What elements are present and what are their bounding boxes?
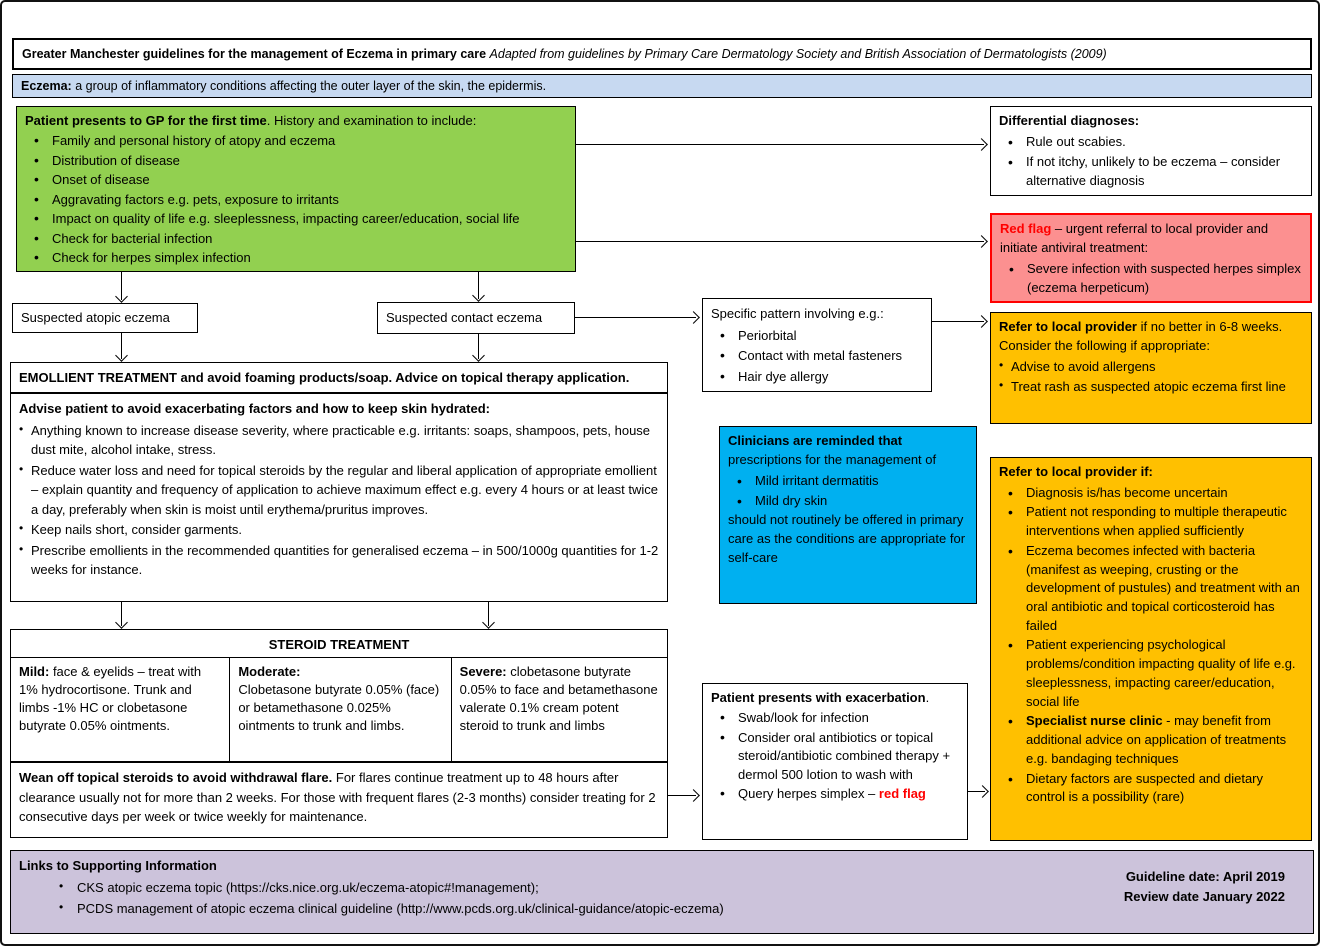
refer-6-8-weeks-box: Refer to local provider if no better in … bbox=[990, 312, 1312, 424]
arrow-exacerbation-to-refer bbox=[968, 791, 985, 792]
guideline-date: Guideline date: April 2019 bbox=[1125, 869, 1285, 884]
arrow-contact-to-emollient bbox=[478, 334, 479, 359]
footer-heading: Links to Supporting Information bbox=[19, 858, 217, 873]
refer-if-box: Refer to local provider if: Diagnosis is… bbox=[990, 457, 1312, 841]
list-item: Keep nails short, consider garments. bbox=[19, 519, 659, 540]
list-item: Specialist nurse clinic - may benefit fr… bbox=[999, 711, 1303, 768]
list-item: Rule out scabies. bbox=[999, 132, 1303, 152]
specific-pattern-box: Specific pattern involving e.g.: Periorb… bbox=[702, 298, 932, 392]
list-item: Query herpes simplex – red flag bbox=[711, 784, 959, 804]
differential-heading: Differential diagnoses: bbox=[999, 113, 1140, 128]
steroid-table-row: Mild: face & eyelids – treat with 1% hyd… bbox=[11, 658, 667, 761]
clinicians-list: Mild irritant dermatitisMild dry skin bbox=[728, 471, 968, 511]
list-item: Onset of disease bbox=[25, 170, 567, 190]
advise-list: Anything known to increase disease sever… bbox=[19, 420, 659, 580]
exacerbation-list: Swab/look for infectionConsider oral ant… bbox=[711, 708, 959, 804]
list-item: Periorbital bbox=[711, 325, 923, 345]
specific-pattern-list: PeriorbitalContact with metal fastenersH… bbox=[711, 325, 923, 386]
arrow-green-to-red-flag bbox=[576, 241, 984, 242]
refer-6-8-heading: Refer to local provider if no better in … bbox=[999, 319, 1283, 353]
list-item: Dietary factors are suspected and dietar… bbox=[999, 768, 1303, 807]
definition-bar: Eczema: a group of inflammatory conditio… bbox=[12, 74, 1312, 98]
list-item: Swab/look for infection bbox=[711, 708, 959, 728]
list-item: Distribution of disease bbox=[25, 151, 567, 171]
red-flag-box: Red flag – urgent referral to local prov… bbox=[990, 213, 1312, 303]
list-item: Family and personal history of atopy and… bbox=[25, 131, 567, 151]
steroid-mild-cell: Mild: face & eyelids – treat with 1% hyd… bbox=[19, 664, 202, 733]
exacerbation-heading: Patient presents with exacerbation. bbox=[711, 690, 930, 705]
specific-pattern-heading: Specific pattern involving e.g.: bbox=[711, 306, 884, 321]
arrow-green-to-differential bbox=[576, 144, 984, 145]
list-item: Aggravating factors e.g. pets, exposure … bbox=[25, 190, 567, 210]
clinicians-heading: Clinicians are reminded that prescriptio… bbox=[728, 433, 937, 467]
wean-off-text: Wean off topical steroids to avoid withd… bbox=[19, 770, 656, 824]
eczema-definition: Eczema: a group of inflammatory conditio… bbox=[21, 78, 547, 93]
list-item: Diagnosis is/has become uncertain bbox=[999, 483, 1303, 503]
suspected-contact-box: Suspected contact eczema bbox=[377, 302, 575, 334]
title-bar: Greater Manchester guidelines for the ma… bbox=[12, 38, 1312, 70]
page-title: Greater Manchester guidelines for the ma… bbox=[22, 46, 1107, 61]
suspected-contact-label: Suspected contact eczema bbox=[386, 310, 543, 326]
patient-presents-heading: Patient presents to GP for the first tim… bbox=[25, 113, 477, 128]
suspected-atopic-label: Suspected atopic eczema bbox=[21, 310, 170, 326]
patient-presents-list: Family and personal history of atopy and… bbox=[25, 131, 567, 268]
list-item: Check for herpes simplex infection bbox=[25, 248, 567, 268]
list-item: Eczema becomes infected with bacteria (m… bbox=[999, 541, 1303, 636]
suspected-atopic-box: Suspected atopic eczema bbox=[12, 303, 198, 333]
red-flag-heading: Red flag – urgent referral to local prov… bbox=[1000, 221, 1269, 255]
list-item: Hair dye allergy bbox=[711, 366, 923, 386]
wean-off-box: Wean off topical steroids to avoid withd… bbox=[10, 762, 668, 838]
steroid-treatment-table: STEROID TREATMENT Mild: face & eyelids –… bbox=[10, 629, 668, 762]
patient-presents-box: Patient presents to GP for the first tim… bbox=[16, 106, 576, 272]
list-item: Mild dry skin bbox=[728, 491, 968, 511]
advise-patient-box: Advise patient to avoid exacerbating fac… bbox=[10, 393, 668, 602]
list-item: If not itchy, unlikely to be eczema – co… bbox=[999, 152, 1303, 191]
list-item: Reduce water loss and need for topical s… bbox=[19, 460, 659, 520]
list-item: Patient experiencing psychological probl… bbox=[999, 635, 1303, 711]
refer-6-8-list: Advise to avoid allergensTreat rash as s… bbox=[999, 357, 1303, 397]
list-item: Mild irritant dermatitis bbox=[728, 471, 968, 491]
list-item: Prescribe emollients in the recommended … bbox=[19, 540, 659, 580]
list-item: CKS atopic eczema topic (https://cks.nic… bbox=[19, 877, 1305, 898]
footer-links-panel: Links to Supporting Information CKS atop… bbox=[10, 850, 1314, 934]
arrow-green-to-contact bbox=[478, 272, 479, 299]
clinicians-reminder-box: Clinicians are reminded that prescriptio… bbox=[719, 426, 977, 604]
refer-if-list: Diagnosis is/has become uncertainPatient… bbox=[999, 483, 1303, 807]
steroid-severe-cell: Severe: clobetasone butyrate 0.05% to fa… bbox=[450, 658, 667, 761]
emollient-treatment-label: EMOLLIENT TREATMENT and avoid foaming pr… bbox=[19, 369, 630, 385]
arrow-advise-to-steroid-right bbox=[488, 602, 489, 626]
list-item: Impact on quality of life e.g. sleepless… bbox=[25, 209, 567, 229]
footer-links-list: CKS atopic eczema topic (https://cks.nic… bbox=[19, 877, 1305, 919]
steroid-table-header: STEROID TREATMENT bbox=[11, 630, 667, 658]
refer-if-heading: Refer to local provider if: bbox=[999, 464, 1153, 479]
list-item: Contact with metal fasteners bbox=[711, 345, 923, 365]
list-item: Check for bacterial infection bbox=[25, 229, 567, 249]
advise-heading: Advise patient to avoid exacerbating fac… bbox=[19, 401, 490, 416]
clinicians-tail: should not routinely be offered in prima… bbox=[728, 512, 966, 566]
arrow-advise-to-steroid-left bbox=[121, 602, 122, 626]
footer-dates: Guideline date: April 2019 Review date J… bbox=[1124, 867, 1285, 906]
arrow-atopic-to-emollient bbox=[121, 333, 122, 359]
review-date: Review date January 2022 bbox=[1123, 888, 1285, 904]
list-item: PCDS management of atopic eczema clinica… bbox=[19, 898, 1305, 919]
list-item: Severe infection with suspected herpes s… bbox=[1000, 259, 1302, 298]
arrow-green-to-atopic bbox=[121, 272, 122, 300]
emollient-treatment-bar: EMOLLIENT TREATMENT and avoid foaming pr… bbox=[10, 362, 668, 393]
list-item: Consider oral antibiotics or topical ste… bbox=[711, 728, 959, 784]
list-item: Advise to avoid allergens bbox=[999, 357, 1303, 377]
exacerbation-box: Patient presents with exacerbation. Swab… bbox=[702, 683, 968, 840]
list-item: Anything known to increase disease sever… bbox=[19, 420, 659, 460]
arrow-pattern-to-refer bbox=[932, 321, 984, 322]
differential-list: Rule out scabies.If not itchy, unlikely … bbox=[999, 132, 1303, 191]
list-item: Patient not responding to multiple thera… bbox=[999, 502, 1303, 540]
differential-diagnoses-box: Differential diagnoses: Rule out scabies… bbox=[990, 106, 1312, 196]
arrow-contact-to-pattern bbox=[575, 317, 696, 318]
list-item: Treat rash as suspected atopic eczema fi… bbox=[999, 377, 1303, 397]
red-flag-list: Severe infection with suspected herpes s… bbox=[1000, 259, 1302, 298]
steroid-moderate-cell: Moderate:Clobetasone butyrate 0.05% (fac… bbox=[229, 658, 450, 761]
arrow-wean-to-exacerbation bbox=[668, 795, 696, 796]
